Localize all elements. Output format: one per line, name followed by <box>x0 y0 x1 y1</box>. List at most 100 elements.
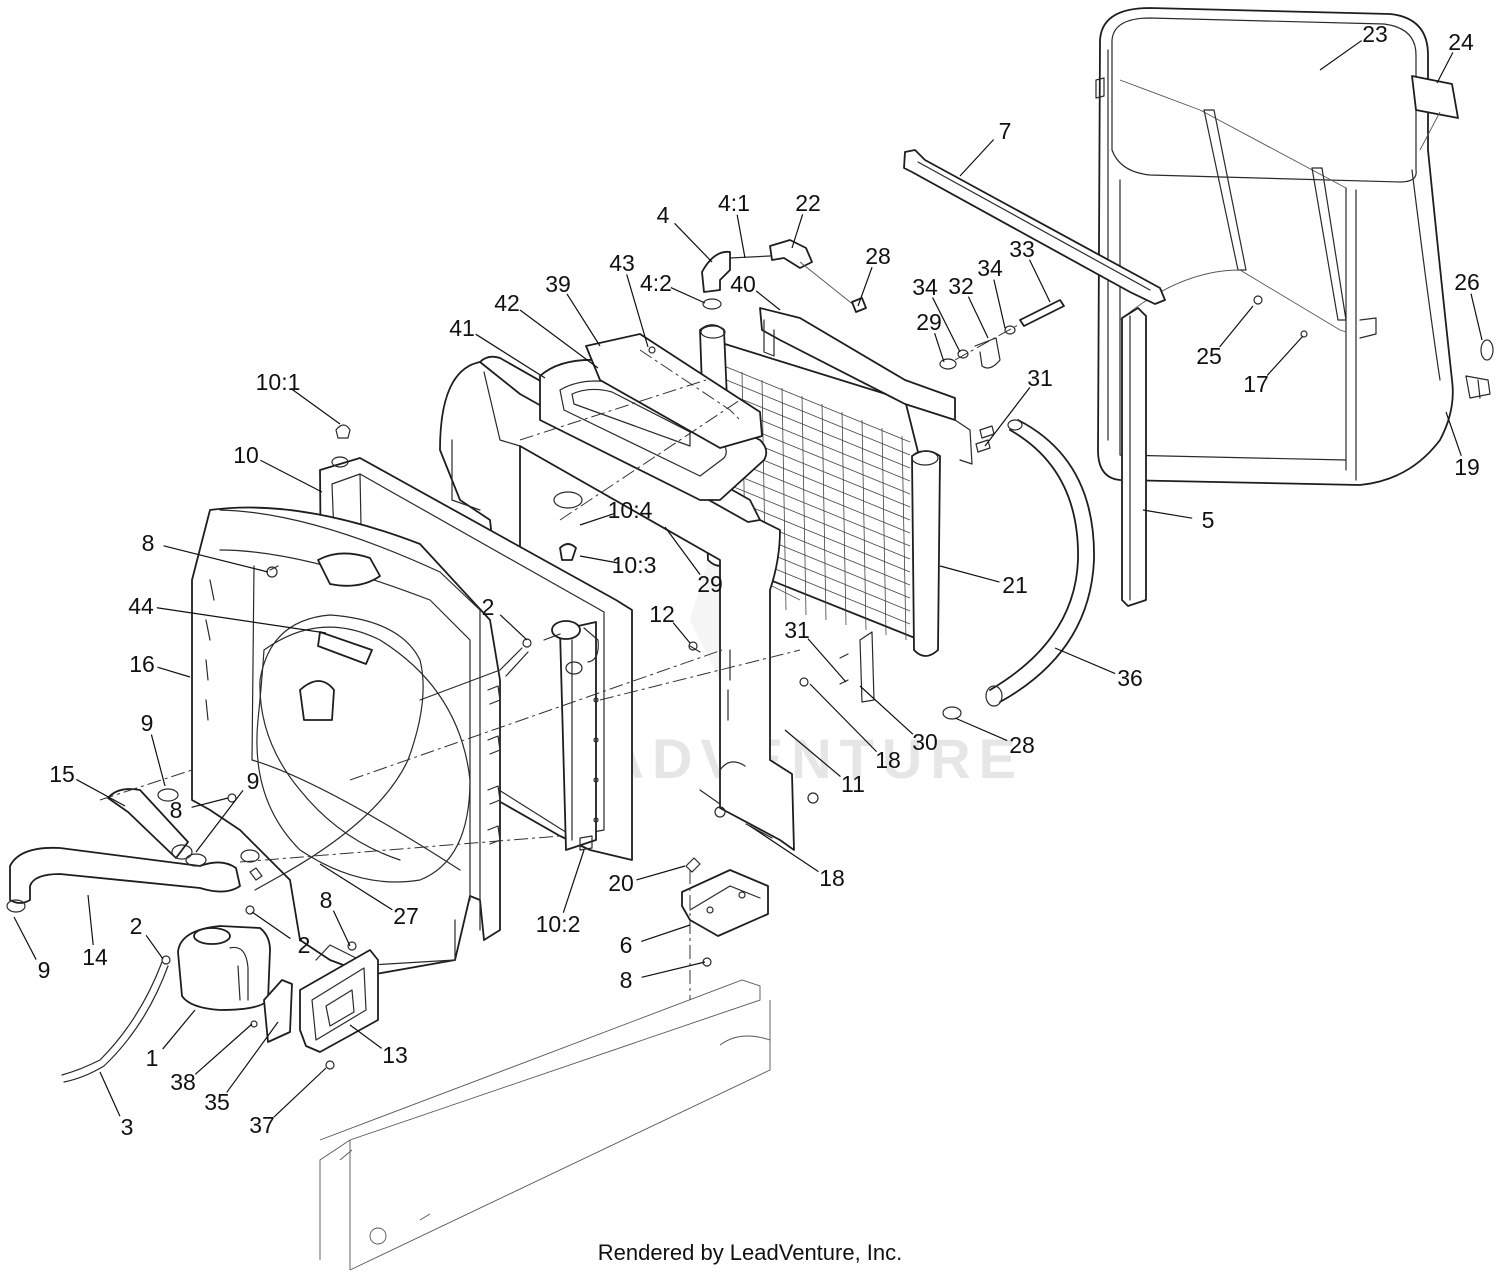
hoses-14-15 <box>6 769 561 913</box>
callout-leader <box>1142 509 1193 519</box>
fasteners <box>161 379 849 1028</box>
callout-leader <box>75 778 126 807</box>
callout-leader <box>251 911 291 940</box>
hose-36 <box>942 419 1095 720</box>
callout-label: 15 <box>49 761 75 787</box>
callout-leader <box>13 916 37 960</box>
callout-label: 40 <box>730 271 756 297</box>
callout-leader <box>809 683 877 753</box>
frame-bar-7 <box>903 149 1166 305</box>
callout-leader <box>519 309 599 369</box>
callout-leader <box>195 789 244 853</box>
callout-leader <box>641 924 691 942</box>
callout-label: 22 <box>795 190 821 216</box>
callout-leader <box>163 545 269 573</box>
callout-leader <box>993 279 1006 329</box>
callout-label: 36 <box>1117 665 1143 691</box>
bracket-35 <box>263 979 293 1043</box>
callout-label: 5 <box>1202 507 1215 533</box>
callout-leader <box>784 729 841 777</box>
callout-leader <box>99 1071 121 1117</box>
callout-label: 14 <box>82 944 108 970</box>
callout-label: 8 <box>620 967 633 993</box>
callout-leader <box>349 1024 383 1049</box>
callout-leader <box>1028 259 1051 303</box>
callout-label: 8 <box>320 887 333 913</box>
callout-leader <box>857 266 873 307</box>
callout-label: 32 <box>948 273 974 299</box>
callout-leader <box>626 274 649 348</box>
callout-leader <box>87 894 94 946</box>
callout-leader <box>562 849 585 913</box>
callout-label: 18 <box>819 865 845 891</box>
callout-leader <box>475 333 546 379</box>
callout-leader <box>319 863 393 911</box>
callout-leader <box>332 910 351 947</box>
callout-leader <box>1470 293 1483 341</box>
callout-label: 26 <box>1454 269 1480 295</box>
callout-label: 21 <box>1002 572 1028 598</box>
callout-label: 11 <box>841 771 865 797</box>
overflow-hose-27 <box>249 614 529 891</box>
callout-label: 29 <box>697 571 723 597</box>
callout-label: 38 <box>170 1069 196 1095</box>
seal-strip-5 <box>1121 307 1147 607</box>
callout-leader <box>672 622 691 644</box>
callout-leader <box>162 1009 196 1050</box>
callout-label: 13 <box>382 1042 408 1068</box>
callout-leader <box>499 614 528 641</box>
callout-label: 34 <box>977 255 1003 281</box>
callout-label: 23 <box>1362 21 1388 47</box>
callout-label: 42 <box>494 290 520 316</box>
callout-leader <box>749 825 819 873</box>
callout-leader <box>954 717 1008 742</box>
callout-leader <box>226 1021 279 1093</box>
callout-label: 10:4 <box>608 497 653 523</box>
callout-label: 4 <box>657 202 670 228</box>
callout-label: 43 <box>609 250 635 276</box>
callout-label: 17 <box>1243 371 1269 397</box>
callout-leader <box>859 685 914 735</box>
callout-label: 29 <box>916 309 942 335</box>
callout-label: 10 <box>233 442 259 468</box>
callout-leader <box>641 961 706 978</box>
callout-label: 19 <box>1454 454 1480 480</box>
callout-label: 2 <box>130 913 143 939</box>
footer-credit: Rendered by LeadVenture, Inc. <box>597 1240 903 1265</box>
callout-label: 16 <box>129 651 155 677</box>
shroud-top-plates <box>539 333 768 501</box>
callout-label: 18 <box>875 747 901 773</box>
callout-label: 8 <box>170 797 183 823</box>
callout-label: 41 <box>449 315 475 341</box>
callout-leader <box>579 512 615 526</box>
callout-leader <box>194 1023 253 1075</box>
coolant-reservoir-1 <box>61 925 271 1083</box>
callout-leader <box>566 293 601 347</box>
callout-leader <box>1436 52 1454 84</box>
callout-leader <box>959 139 995 177</box>
callout-label: 4:1 <box>718 190 750 216</box>
callout-leader <box>150 734 166 787</box>
callout-leader <box>674 222 713 263</box>
callout-label: 12 <box>649 601 675 627</box>
callout-label: 31 <box>784 617 810 643</box>
callout-label: 44 <box>128 593 154 619</box>
callout-label: 30 <box>912 729 938 755</box>
callout-label: 24 <box>1448 29 1474 55</box>
callout-leader <box>967 296 989 339</box>
callout-leader <box>191 797 229 808</box>
frame-rail <box>319 979 771 1271</box>
callout-label: 2 <box>298 932 311 958</box>
callout-leader <box>1445 411 1462 456</box>
callout-leader <box>664 526 701 575</box>
callout-label: 27 <box>393 903 419 929</box>
callout-leader <box>984 386 1031 447</box>
callout-label: 10:3 <box>612 552 657 578</box>
callout-label: 9 <box>38 957 51 983</box>
callout-leader <box>145 934 164 960</box>
callout-leader <box>932 297 961 353</box>
fittings-4-22 <box>701 239 861 311</box>
callout-label: 37 <box>249 1112 275 1138</box>
